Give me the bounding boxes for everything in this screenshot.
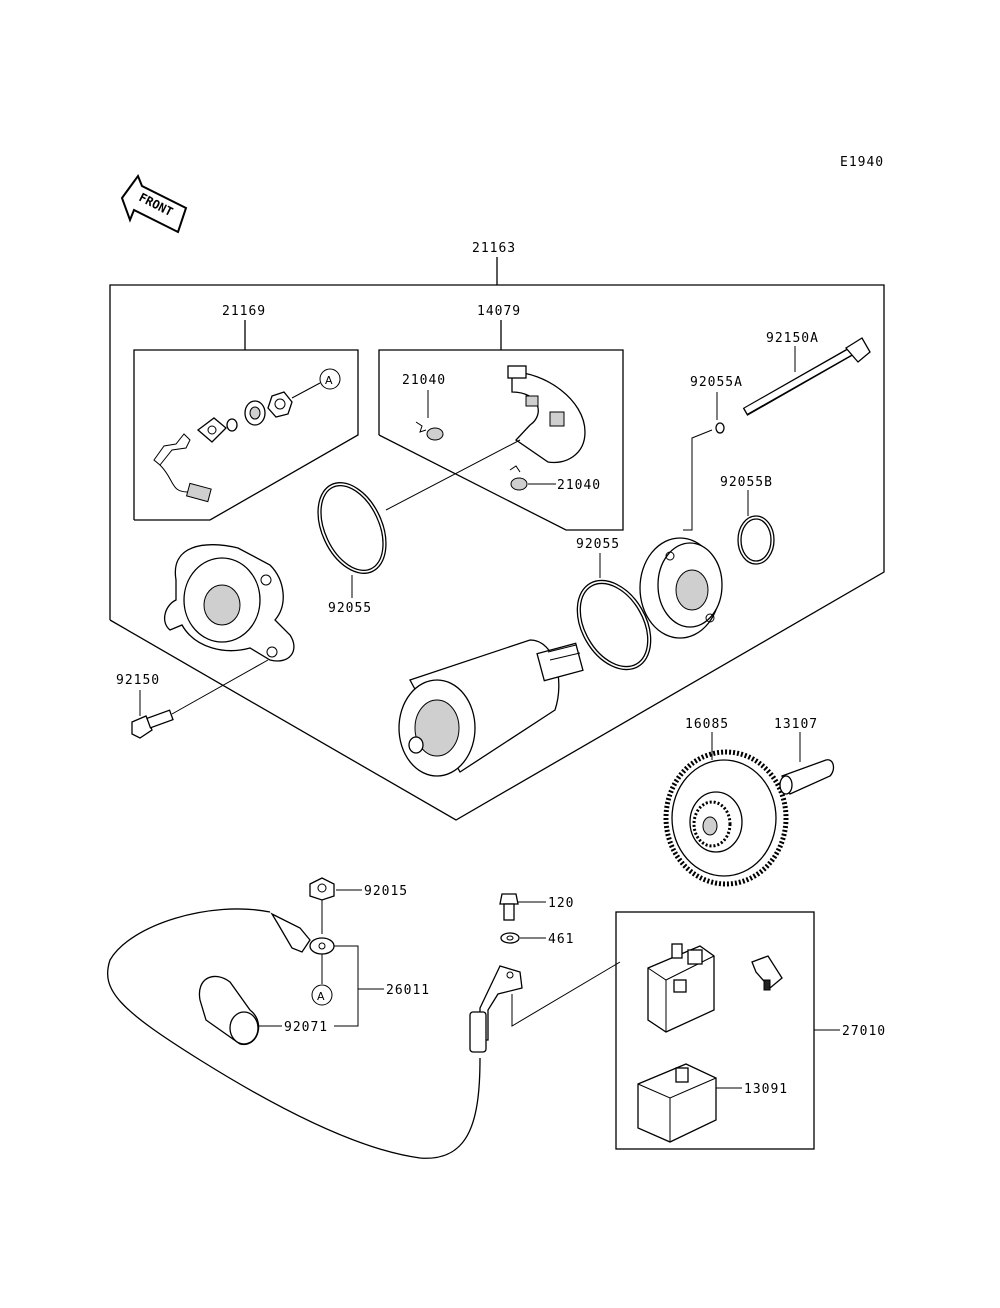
brush-spring-part-top <box>415 421 444 441</box>
label-21040-top: 21040 <box>402 373 446 388</box>
bushing-part <box>244 400 266 426</box>
long-bolt-92150A-part <box>742 337 871 416</box>
o-ring-right-part <box>576 579 652 671</box>
label-27010: 27010 <box>842 1024 886 1039</box>
starter-relay-part <box>647 943 715 1033</box>
starter-gear-part <box>663 749 789 887</box>
label-92015: 92015 <box>364 884 408 899</box>
front-cover-part <box>639 537 723 639</box>
o-ring-left-part <box>317 482 387 574</box>
assembly-frame-21163 <box>109 257 885 821</box>
diagram-code: E1940 <box>840 155 884 170</box>
label-21169: 21169 <box>222 304 266 319</box>
washer-461-part <box>500 932 520 944</box>
terminal-boot-92071-part <box>198 975 260 1045</box>
o-ring-92055B-part <box>737 515 775 565</box>
label-92055-right: 92055 <box>576 537 620 552</box>
armature-part <box>398 639 584 777</box>
brush-holder-box-21169 <box>133 320 359 521</box>
label-13107: 13107 <box>774 717 818 732</box>
label-92071: 92071 <box>284 1020 328 1035</box>
nut-92015-part <box>309 877 335 901</box>
nut-part <box>267 391 293 418</box>
label-92055A: 92055A <box>690 375 743 390</box>
front-arrow-icon: FRONT <box>120 173 188 234</box>
label-14079: 14079 <box>477 304 521 319</box>
svg-text:A: A <box>325 374 333 387</box>
washer-part <box>226 418 238 432</box>
label-21040-bottom: 21040 <box>557 478 601 493</box>
label-21163: 21163 <box>472 241 516 256</box>
end-cover-part <box>163 544 295 662</box>
svg-text:A: A <box>317 990 325 1003</box>
fuse-part <box>751 955 783 991</box>
label-26011: 26011 <box>386 983 430 998</box>
relay-cover-13091-part <box>637 1063 717 1143</box>
ref-marker-a-bottom: A <box>311 984 333 1006</box>
brush-plate-box-14079 <box>378 320 624 531</box>
brush-plate-part <box>507 365 586 464</box>
label-461: 461 <box>548 932 574 947</box>
shaft-13107-part <box>779 759 835 795</box>
brush-lead-part <box>153 433 212 503</box>
starter-cable-part <box>106 908 481 1159</box>
o-ring-small-part <box>715 422 725 434</box>
ref-marker-a-top: A <box>319 368 341 390</box>
label-92055-left: 92055 <box>328 601 372 616</box>
bolt-92150-part <box>131 709 174 739</box>
cable-lug-part <box>469 965 523 1053</box>
label-92055B: 92055B <box>720 475 773 490</box>
bolt-120-part <box>499 893 519 921</box>
label-92150A: 92150A <box>766 331 819 346</box>
cable-terminal-part <box>270 912 335 955</box>
label-120: 120 <box>548 896 574 911</box>
label-92150: 92150 <box>116 673 160 688</box>
label-13091: 13091 <box>744 1082 788 1097</box>
label-16085: 16085 <box>685 717 729 732</box>
brush-spring-part-bottom <box>509 465 528 491</box>
insulator-part <box>196 417 227 443</box>
